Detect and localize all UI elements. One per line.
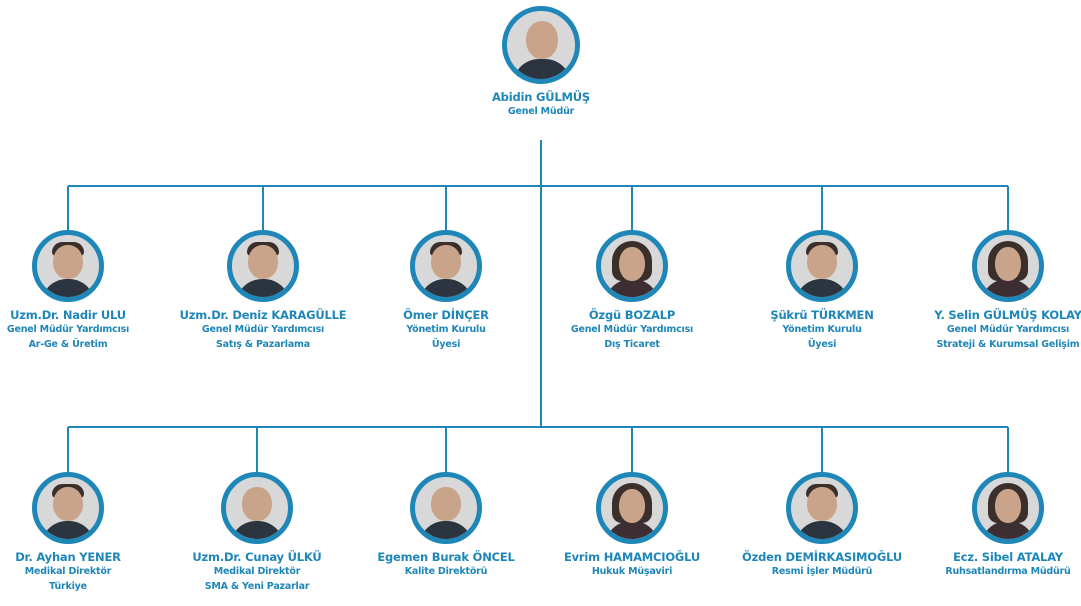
person-name: Abidin GÜLMÜŞ: [491, 90, 590, 104]
row2-node: Evrim HAMAMCIOĞLU Hukuk Müşaviri: [537, 472, 727, 579]
person-title: Ar-Ge & Üretim: [28, 339, 108, 350]
person-name: Ömer DİNÇER: [403, 308, 489, 322]
avatar: [502, 6, 580, 84]
avatar: [972, 230, 1044, 302]
node-top: Abidin GÜLMÜŞ Genel Müdür: [446, 6, 636, 119]
person-title: Ruhsatlandırma Müdürü: [945, 566, 1071, 577]
person-title: Yönetim Kurulu: [406, 324, 486, 335]
avatar: [596, 472, 668, 544]
person-name: Uzm.Dr. Deniz KARAGÜLLE: [179, 308, 347, 322]
avatar: [786, 472, 858, 544]
person-name: Şükrü TÜRKMEN: [770, 308, 874, 322]
avatar: [410, 230, 482, 302]
person-title: Genel Müdür: [507, 106, 575, 117]
person-title: Genel Müdür Yardımcısı: [201, 324, 325, 335]
person-title: Hukuk Müşaviri: [591, 566, 673, 577]
person-title: Medikal Direktör: [213, 566, 301, 577]
row2-node: Egemen Burak ÖNCEL Kalite Direktörü: [351, 472, 541, 579]
person-name: Uzm.Dr. Nadir ULU: [10, 308, 126, 322]
person-title: Resmi İşler Müdürü: [771, 566, 873, 577]
person-title: Üyesi: [807, 339, 837, 350]
row1-node: Y. Selin GÜLMÜŞ KOLAY Genel Müdür Yardımc…: [913, 230, 1081, 352]
row1-node: Uzm.Dr. Deniz KARAGÜLLE Genel Müdür Yardı…: [168, 230, 358, 352]
person-name: Dr. Ayhan YENER: [15, 550, 121, 564]
person-title: Yönetim Kurulu: [782, 324, 862, 335]
person-title: Kalite Direktörü: [404, 566, 488, 577]
person-title: Genel Müdür Yardımcısı: [570, 324, 694, 335]
avatar: [596, 230, 668, 302]
person-title: Üyesi: [431, 339, 461, 350]
avatar: [972, 472, 1044, 544]
person-title: SMA & Yeni Pazarlar: [204, 581, 310, 592]
row2-node: Ecz. Sibel ATALAY Ruhsatlandırma Müdürü: [913, 472, 1081, 579]
person-title: Türkiye: [49, 581, 87, 592]
avatar: [32, 472, 104, 544]
person-name: Uzm.Dr. Cunay ÜLKÜ: [192, 550, 322, 564]
person-title: Genel Müdür Yardımcısı: [6, 324, 130, 335]
avatar: [32, 230, 104, 302]
avatar: [786, 230, 858, 302]
row2-node: Özden DEMİRKASIMOĞLU Resmi İşler Müdürü: [727, 472, 917, 579]
person-title: Medikal Direktör: [24, 566, 112, 577]
person-name: Y. Selin GÜLMÜŞ KOLAY: [934, 308, 1081, 322]
person-title: Genel Müdür Yardımcısı: [946, 324, 1070, 335]
person-title: Satış & Pazarlama: [216, 339, 310, 350]
person-title: Strateji & Kurumsal Gelişim: [936, 339, 1080, 350]
person-name: Ecz. Sibel ATALAY: [953, 550, 1063, 564]
person-title: Dış Ticaret: [604, 339, 660, 350]
avatar: [221, 472, 293, 544]
person-name: Özgü BOZALP: [588, 308, 676, 322]
person-name: Egemen Burak ÖNCEL: [377, 550, 515, 564]
person-name: Evrim HAMAMCIOĞLU: [563, 550, 701, 564]
avatar: [227, 230, 299, 302]
person-name: Özden DEMİRKASIMOĞLU: [742, 550, 902, 564]
avatar: [410, 472, 482, 544]
